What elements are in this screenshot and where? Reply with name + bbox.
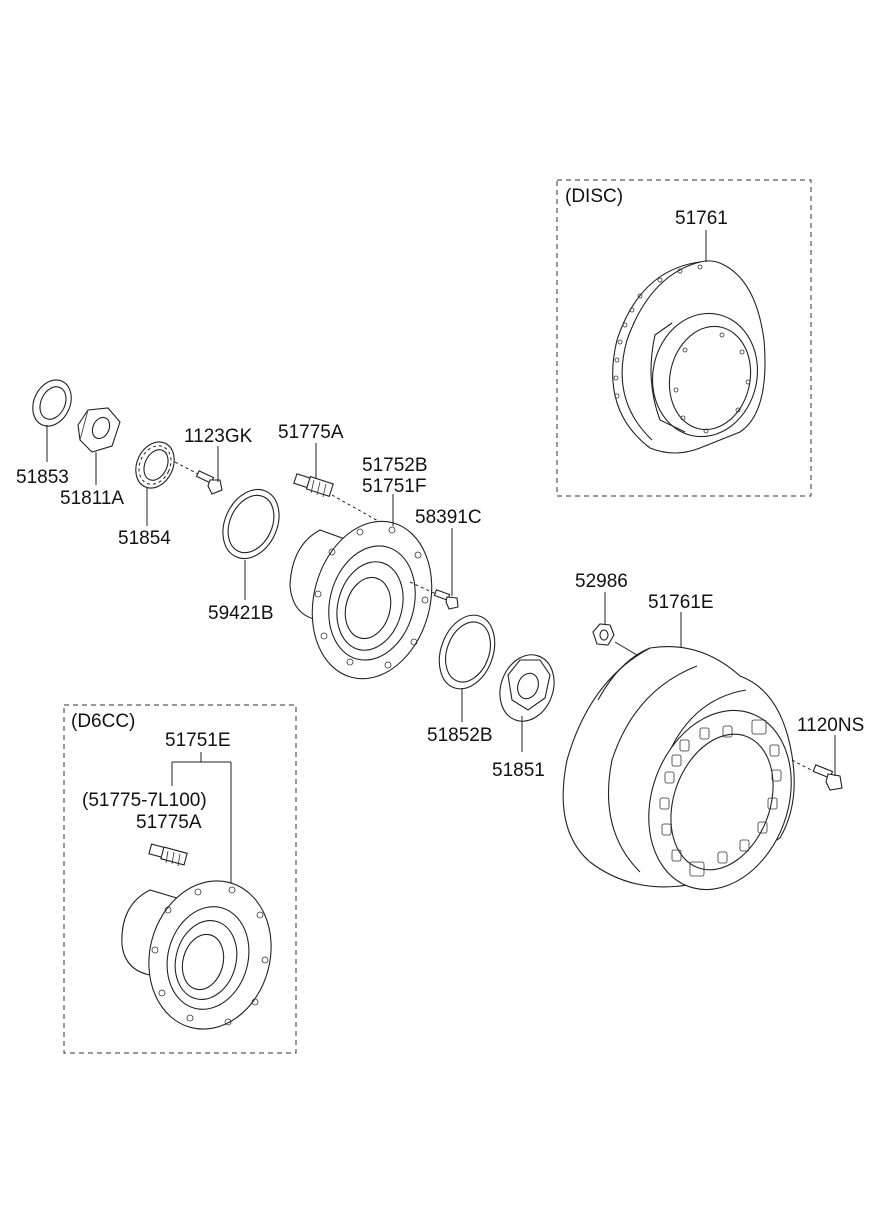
label-51761[interactable]: 51761 — [675, 208, 728, 229]
lock-washer-51853[interactable] — [26, 374, 79, 433]
wheel-stud-51775A[interactable] — [293, 473, 381, 523]
disc-box-border — [556, 179, 812, 497]
label-51775-7L100[interactable]: (51775-7L100) — [82, 790, 207, 811]
wheel-hub-d6cc[interactable] — [121, 867, 287, 1043]
label-58391C[interactable]: 58391C — [415, 507, 482, 528]
nut-52986[interactable] — [592, 623, 615, 646]
label-51851[interactable]: 51851 — [492, 760, 545, 781]
label-51751E[interactable]: 51751E — [165, 730, 231, 751]
bolt-1123GK[interactable] — [174, 461, 223, 495]
leader-52986-to-drum — [614, 641, 638, 656]
bolt-1120NS[interactable] — [791, 759, 843, 791]
label-51752B[interactable]: 51752B — [362, 455, 428, 476]
d6cc-section: (D6CC) 51751E (51775-7L100) 51775A — [63, 704, 297, 1054]
oil-seal-51852B[interactable] — [430, 607, 505, 696]
label-51751F[interactable]: 51751F — [362, 476, 426, 497]
hub-nut-51851[interactable] — [491, 647, 563, 729]
label-51811A[interactable]: 51811A — [60, 488, 124, 509]
oil-seal-59421B[interactable] — [212, 480, 290, 567]
label-51775A-d6cc[interactable]: 51775A — [136, 812, 202, 833]
disc-box-label: (DISC) — [565, 186, 623, 207]
wheel-stud-d6cc[interactable] — [148, 843, 188, 867]
d6cc-box-border — [63, 704, 297, 1054]
label-1123GK[interactable]: 1123GK — [184, 426, 253, 447]
label-1120NS[interactable]: 1120NS — [797, 715, 864, 736]
brake-drum-51761E[interactable] — [562, 645, 815, 910]
brake-disc-rotor[interactable] — [612, 260, 769, 454]
label-51775A[interactable]: 51775A — [278, 422, 344, 443]
label-51853[interactable]: 51853 — [16, 467, 69, 488]
label-51854[interactable]: 51854 — [118, 528, 171, 549]
label-59421B[interactable]: 59421B — [208, 603, 274, 624]
disc-section: (DISC) 51761 — [556, 179, 812, 497]
hub-nut-51811A[interactable] — [77, 407, 121, 453]
bolt-58391C[interactable] — [409, 581, 459, 610]
label-51852B[interactable]: 51852B — [427, 725, 493, 746]
bearing-51854[interactable] — [129, 436, 182, 495]
d6cc-box-label: (D6CC) — [71, 711, 135, 732]
wheel-hub-51752B[interactable] — [289, 508, 449, 693]
label-52986[interactable]: 52986 — [575, 571, 628, 592]
label-51761E[interactable]: 51761E — [648, 592, 714, 613]
